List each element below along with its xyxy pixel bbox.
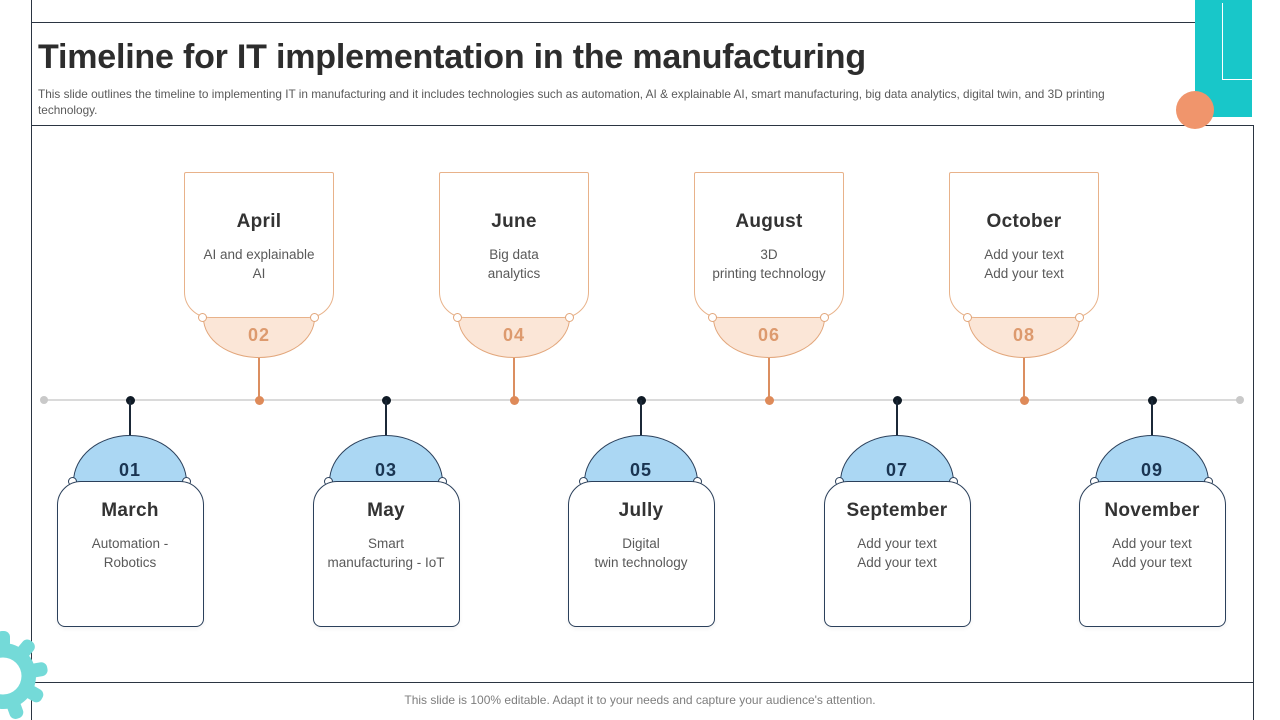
- milestone-month: October: [986, 211, 1062, 232]
- milestone-card[interactable]: August 3D printing technology: [694, 172, 844, 318]
- frame-right-line: [1253, 125, 1254, 720]
- frame-top-line: [31, 22, 1196, 23]
- timeline-marker-dot: [509, 395, 519, 405]
- milestone-number-dome: 03: [329, 435, 443, 482]
- footer-note: This slide is 100% editable. Adapt it to…: [404, 693, 876, 707]
- junction-dot: [310, 313, 319, 322]
- milestone-number-dome: 05: [584, 435, 698, 482]
- milestone-card[interactable]: Jully Digital twin technology: [567, 481, 715, 627]
- teal-corner-inner-frame: [1222, 3, 1252, 80]
- milestone-number: 09: [1140, 460, 1164, 480]
- connector-line: [896, 400, 898, 436]
- milestone-number-bubble: 04: [458, 318, 570, 358]
- milestone-month: Jully: [618, 500, 664, 521]
- milestone-description: Add your text Add your text: [1112, 536, 1192, 570]
- gear-icon: [0, 631, 48, 719]
- connector-line: [640, 400, 642, 436]
- junction-dot: [820, 313, 829, 322]
- milestone-number: 08: [1012, 325, 1036, 345]
- timeline-marker-dot: [1019, 395, 1029, 405]
- milestone-august: August 3D printing technology 06: [693, 172, 845, 405]
- milestone-card[interactable]: April AI and explainable AI: [184, 172, 334, 318]
- milestone-month: August: [735, 211, 803, 232]
- milestone-month: September: [846, 500, 948, 521]
- milestone-description: Smart manufacturing - IoT: [327, 536, 445, 570]
- page-title: Timeline for IT implementation in the ma…: [38, 38, 866, 76]
- milestone-october: October Add your text Add your text 08: [948, 172, 1100, 405]
- milestone-description: Add your text Add your text: [984, 247, 1064, 281]
- milestone-card[interactable]: October Add your text Add your text: [949, 172, 1099, 318]
- connector-line: [513, 358, 515, 400]
- timeline-right-endpoint-dot: [1236, 396, 1244, 404]
- connector-line: [1151, 400, 1153, 436]
- milestone-month: March: [101, 500, 159, 521]
- milestone-card[interactable]: September Add your text Add your text: [823, 481, 971, 627]
- connector-line: [258, 358, 260, 400]
- milestone-month: June: [491, 211, 537, 232]
- timeline-left-endpoint-dot: [40, 396, 48, 404]
- milestone-june: June Big data analytics 04: [438, 172, 590, 405]
- junction-dot: [1075, 313, 1084, 322]
- milestone-april: April AI and explainable AI 02: [183, 172, 335, 405]
- milestone-november: 09 November Add your text Add your text: [1076, 395, 1228, 632]
- milestone-number: 05: [629, 460, 653, 480]
- milestone-number-dome: 07: [840, 435, 954, 482]
- milestone-number-dome: 01: [73, 435, 187, 482]
- connector-line: [129, 400, 131, 436]
- milestone-number: 06: [757, 325, 781, 345]
- frame-header-divider-line: [31, 125, 1254, 126]
- milestone-number: 01: [118, 460, 142, 480]
- milestone-number-bubble: 02: [203, 318, 315, 358]
- timeline-marker-dot: [764, 395, 774, 405]
- orange-circle-decoration: [1176, 91, 1214, 129]
- milestone-description: Add your text Add your text: [857, 536, 937, 570]
- milestone-number-bubble: 08: [968, 318, 1080, 358]
- junction-dot: [198, 313, 207, 322]
- milestone-march: 01 March Automation - Robotics: [54, 395, 206, 632]
- milestone-number: 02: [247, 325, 271, 345]
- milestone-card[interactable]: November Add your text Add your text: [1078, 481, 1226, 627]
- junction-dot: [565, 313, 574, 322]
- connector-line: [385, 400, 387, 436]
- junction-dot: [453, 313, 462, 322]
- timeline-marker-dot: [254, 395, 264, 405]
- junction-dot: [963, 313, 972, 322]
- milestone-number-dome: 09: [1095, 435, 1209, 482]
- junction-dot: [708, 313, 717, 322]
- milestone-number: 07: [885, 460, 909, 480]
- frame-left-line: [31, 0, 32, 720]
- milestone-card[interactable]: March Automation - Robotics: [56, 481, 204, 627]
- milestone-number: 03: [374, 460, 398, 480]
- page-subtitle: This slide outlines the timeline to impl…: [38, 87, 1105, 117]
- milestone-description: Big data analytics: [487, 247, 541, 281]
- milestone-description: 3D printing technology: [712, 247, 826, 281]
- milestone-month: November: [1104, 500, 1200, 521]
- milestone-number: 04: [502, 325, 526, 345]
- milestone-month: April: [236, 211, 282, 232]
- milestone-jully: 05 Jully Digital twin technology: [565, 395, 717, 632]
- milestone-card[interactable]: May Smart manufacturing - IoT: [312, 481, 460, 627]
- milestone-description: AI and explainable AI: [203, 247, 315, 281]
- milestone-card[interactable]: June Big data analytics: [439, 172, 589, 318]
- milestone-may: 03 May Smart manufacturing - IoT: [310, 395, 462, 632]
- milestone-month: May: [367, 500, 405, 521]
- milestone-number-bubble: 06: [713, 318, 825, 358]
- milestone-description: Automation - Robotics: [91, 536, 169, 570]
- connector-line: [768, 358, 770, 400]
- milestone-september: 07 September Add your text Add your text: [821, 395, 973, 632]
- milestone-description: Digital twin technology: [594, 536, 688, 570]
- connector-line: [1023, 358, 1025, 400]
- frame-bottom-line: [31, 682, 1254, 683]
